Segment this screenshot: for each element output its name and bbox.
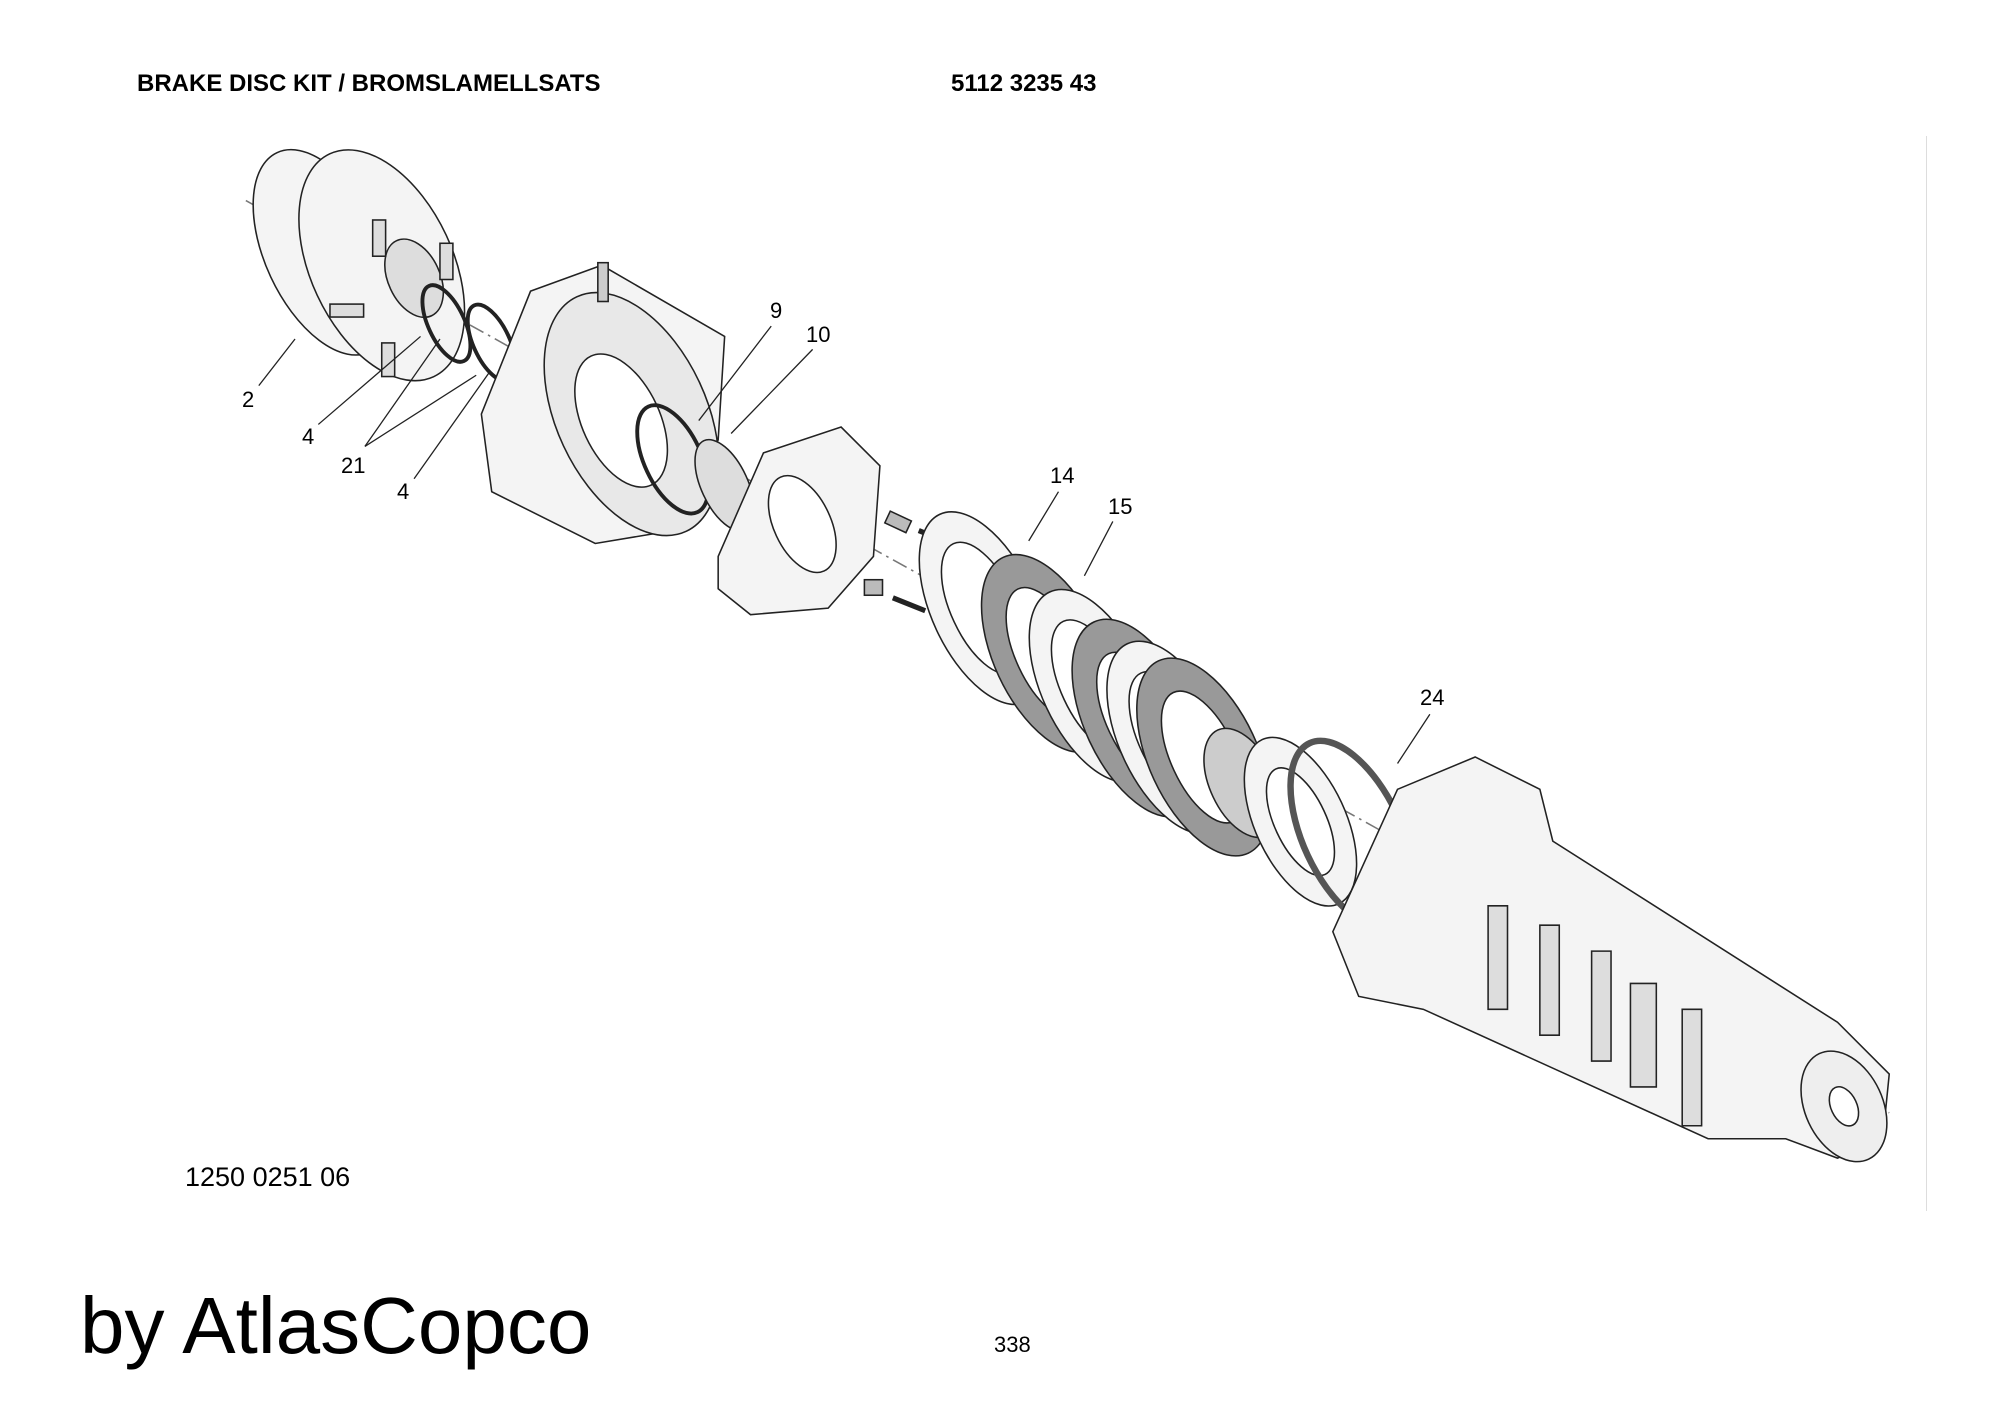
callout-2: 2 xyxy=(242,387,254,412)
callout-21: 21 xyxy=(341,453,365,478)
callout-4b: 4 xyxy=(397,479,409,504)
leader-lines xyxy=(258,325,1431,764)
brand-text: by AtlasCopco xyxy=(80,1281,592,1370)
callout-10: 10 xyxy=(806,322,830,347)
brake-housing xyxy=(480,261,726,545)
drawing-number: 1250 0251 06 xyxy=(185,1162,351,1192)
cover-plate-part-2 xyxy=(252,148,466,382)
callout-9: 9 xyxy=(770,298,782,323)
piston-plate xyxy=(717,426,881,616)
callout-15: 15 xyxy=(1108,494,1132,519)
part-number: 5112 3235 43 xyxy=(951,70,1097,97)
callout-24: 24 xyxy=(1420,685,1444,710)
callout-14: 14 xyxy=(1050,463,1074,488)
brake-discs xyxy=(918,511,1271,857)
axle-housing xyxy=(1331,756,1891,1163)
callout-4: 4 xyxy=(302,424,314,449)
page-number: 338 xyxy=(994,1332,1031,1357)
callout-labels: 2 4 21 4 9 10 14 15 24 xyxy=(242,298,1444,710)
document-title: BRAKE DISC KIT / BROMSLAMELLSATS xyxy=(137,70,601,97)
margin-line xyxy=(1926,136,1927,1211)
